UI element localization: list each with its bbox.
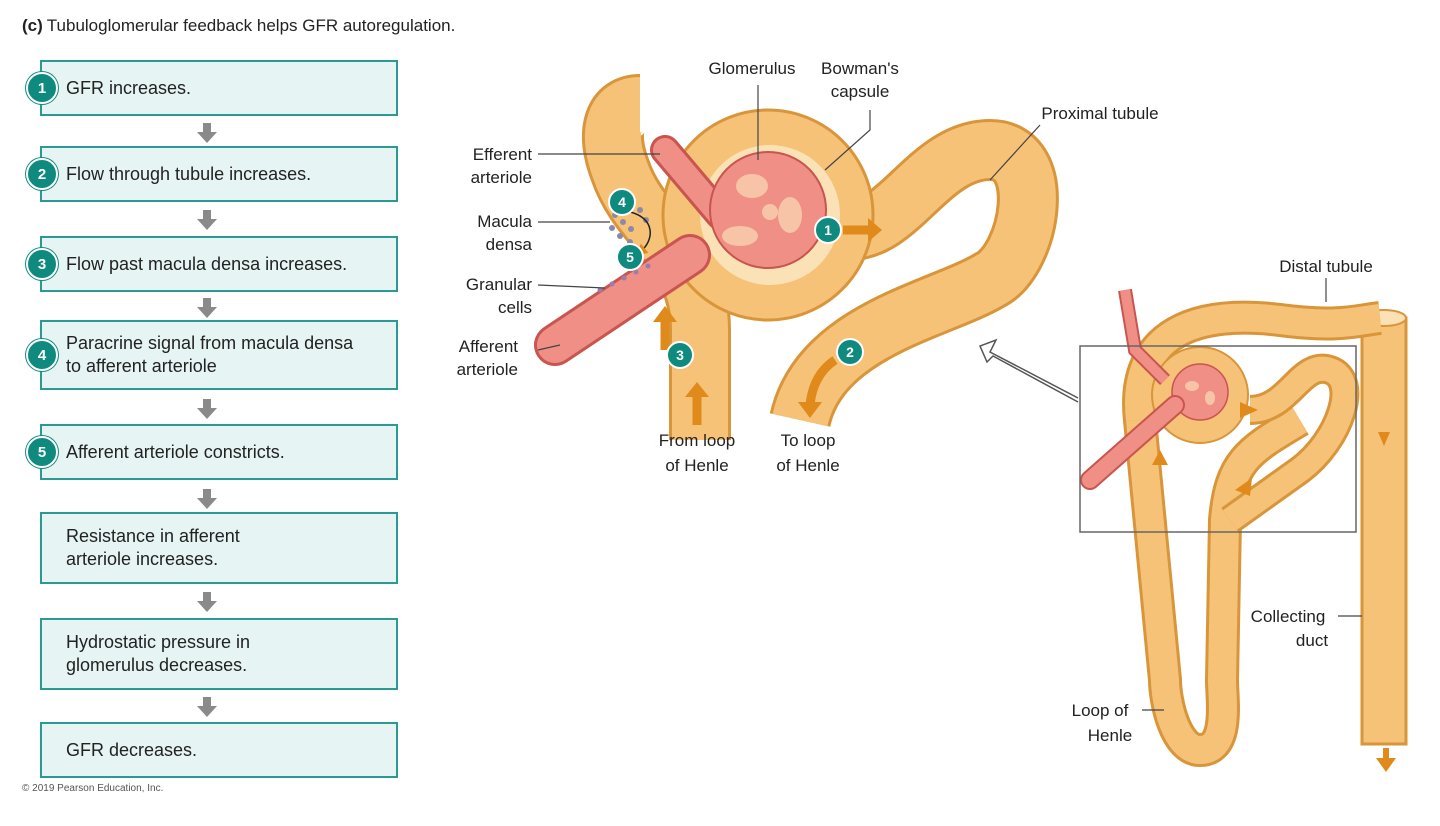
step-text-2: Flow through tubule increases. [66, 163, 312, 184]
label-afferent-1: Afferent [459, 337, 519, 356]
label-proximal-tubule: Proximal tubule [1041, 104, 1158, 123]
step-text-6: Resistance in afferent arteriole increas… [66, 526, 240, 569]
flow-step-2: 2 Flow through tubule increases. [26, 146, 398, 202]
down-arrow-icon [197, 697, 217, 717]
label-from-loop-2: of Henle [665, 456, 728, 475]
step-text-1: GFR increases. [66, 77, 192, 98]
zoom-box [1079, 345, 1357, 533]
step-text-4: Paracrine signal from macula densa to af… [66, 333, 354, 376]
panel-letter: (c) [22, 16, 43, 35]
label-loop-henle-2: Henle [1088, 726, 1132, 745]
figure-title: (c)Tubuloglomerular feedback helps GFR a… [22, 16, 455, 36]
step-text-5: Afferent arteriole constricts. [66, 441, 285, 462]
down-arrow-icon [197, 298, 217, 318]
label-collecting-1: Collecting [1251, 607, 1326, 626]
flow-step-8: GFR decreases. [40, 722, 398, 778]
label-macula-2: densa [486, 235, 533, 254]
down-arrow-icon [197, 399, 217, 419]
step-badge-4: 4 [26, 339, 58, 371]
flow-arrow-to-loop [805, 356, 838, 406]
down-arrow-icon [197, 123, 217, 143]
down-arrow-icon [197, 210, 217, 230]
zoom-callout-arrow [978, 338, 1079, 403]
marker-3: 3 [676, 347, 684, 363]
leader-lines [537, 85, 1041, 351]
down-arrow-icon [197, 489, 217, 509]
flow-step-3: 3 Flow past macula densa increases. [26, 236, 398, 292]
step-text-7: Hydrostatic pressure in glomerulus decre… [66, 632, 251, 675]
step-badge-3: 3 [26, 248, 58, 280]
step-text-3: Flow past macula densa increases. [66, 253, 348, 274]
marker-1: 1 [824, 222, 832, 238]
label-granular-1: Granular [466, 275, 532, 294]
small-nephron [1080, 288, 1408, 772]
label-granular-2: cells [498, 298, 532, 317]
label-efferent-2: arteriole [471, 168, 532, 187]
step-badge-5: 5 [26, 436, 58, 468]
flow-step-5: 5 Afferent arteriole constricts. [26, 424, 398, 480]
label-from-loop-1: From loop [659, 431, 736, 450]
label-collecting-2: duct [1296, 631, 1328, 650]
flow-step-7: Hydrostatic pressure in glomerulus decre… [40, 618, 398, 690]
step-badge-2: 2 [26, 158, 58, 190]
title-text: Tubuloglomerular feedback helps GFR auto… [46, 16, 456, 35]
collecting-duct [1360, 316, 1408, 746]
copyright-notice: © 2019 Pearson Education, Inc. [22, 783, 164, 794]
label-distal-tubule: Distal tubule [1279, 257, 1373, 276]
marker-4: 4 [618, 194, 626, 210]
large-nephron: 1 2 3 4 5 [534, 74, 1059, 440]
down-arrow-icon [197, 592, 217, 612]
label-bowmans-1: Bowman's [821, 59, 899, 78]
step-badge-1: 1 [26, 72, 58, 104]
step-text-8: GFR decreases. [66, 739, 198, 760]
label-loop-henle-1: Loop of [1072, 701, 1129, 720]
label-afferent-2: arteriole [457, 360, 518, 379]
label-macula-1: Macula [477, 212, 532, 231]
flow-step-6: Resistance in afferent arteriole increas… [40, 512, 398, 584]
label-efferent-1: Efferent [473, 145, 533, 164]
marker-2: 2 [846, 344, 854, 360]
label-glomerulus: Glomerulus [709, 59, 796, 78]
label-to-loop-1: To loop [781, 431, 836, 450]
marker-5: 5 [626, 249, 634, 265]
flow-step-4: 4 Paracrine signal from macula densa to … [26, 320, 398, 390]
label-to-loop-2: of Henle [776, 456, 839, 475]
granular-cells [597, 263, 651, 293]
label-bowmans-2: capsule [831, 82, 890, 101]
flow-step-1: 1 GFR increases. [26, 60, 398, 116]
